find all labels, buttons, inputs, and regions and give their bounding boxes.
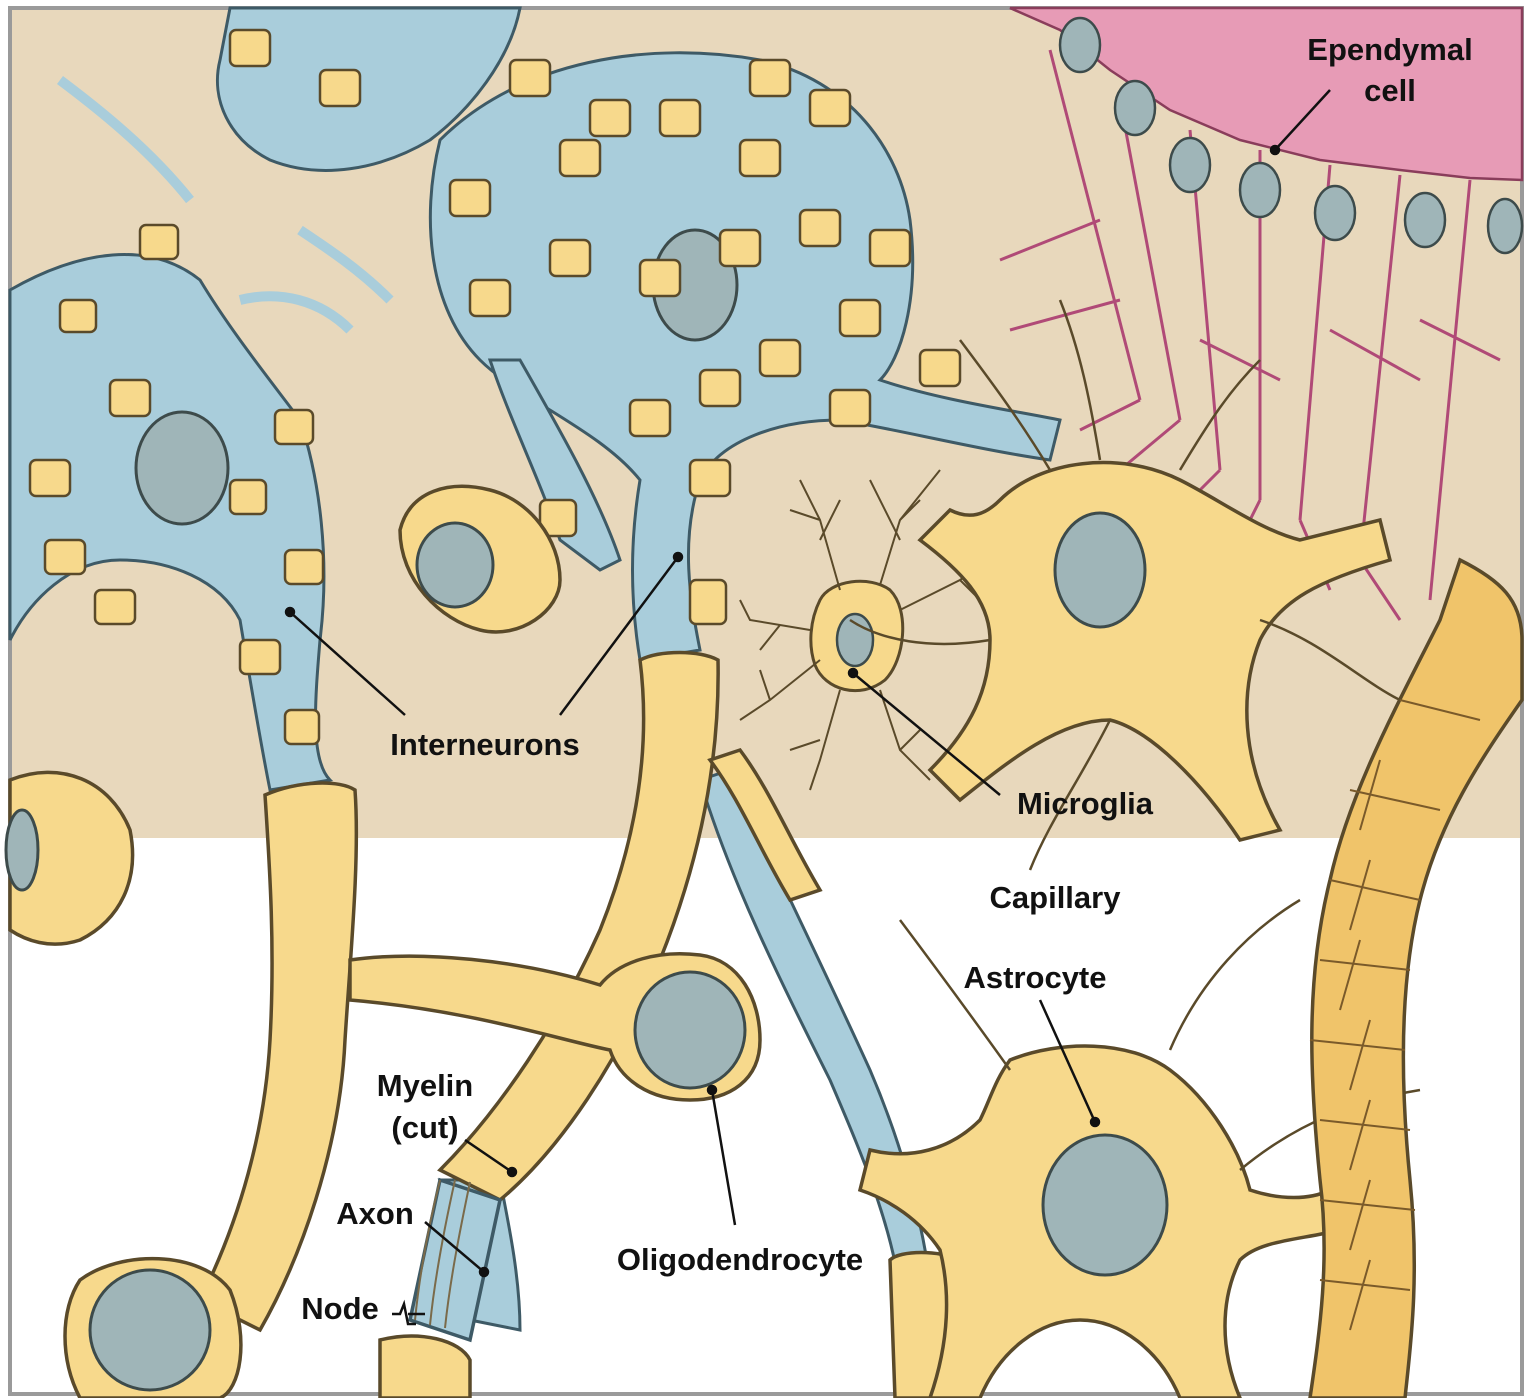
label-astrocyte: Astrocyte [964,960,1107,995]
label-microglia: Microglia [1017,786,1154,821]
label-myelin-cut-line2: (cut) [391,1110,458,1145]
label-axon: Axon [336,1196,414,1231]
label-capillary: Capillary [990,880,1122,915]
label-ependymal-cell-line1: Ependymal [1307,32,1472,67]
label-oligodendrocyte: Oligodendrocyte [617,1242,863,1277]
label-node: Node [301,1291,379,1326]
label-myelin-cut-line1: Myelin [377,1068,473,1103]
label-ependymal-cell-line2: cell [1364,73,1416,108]
label-interneurons: Interneurons [390,727,579,762]
